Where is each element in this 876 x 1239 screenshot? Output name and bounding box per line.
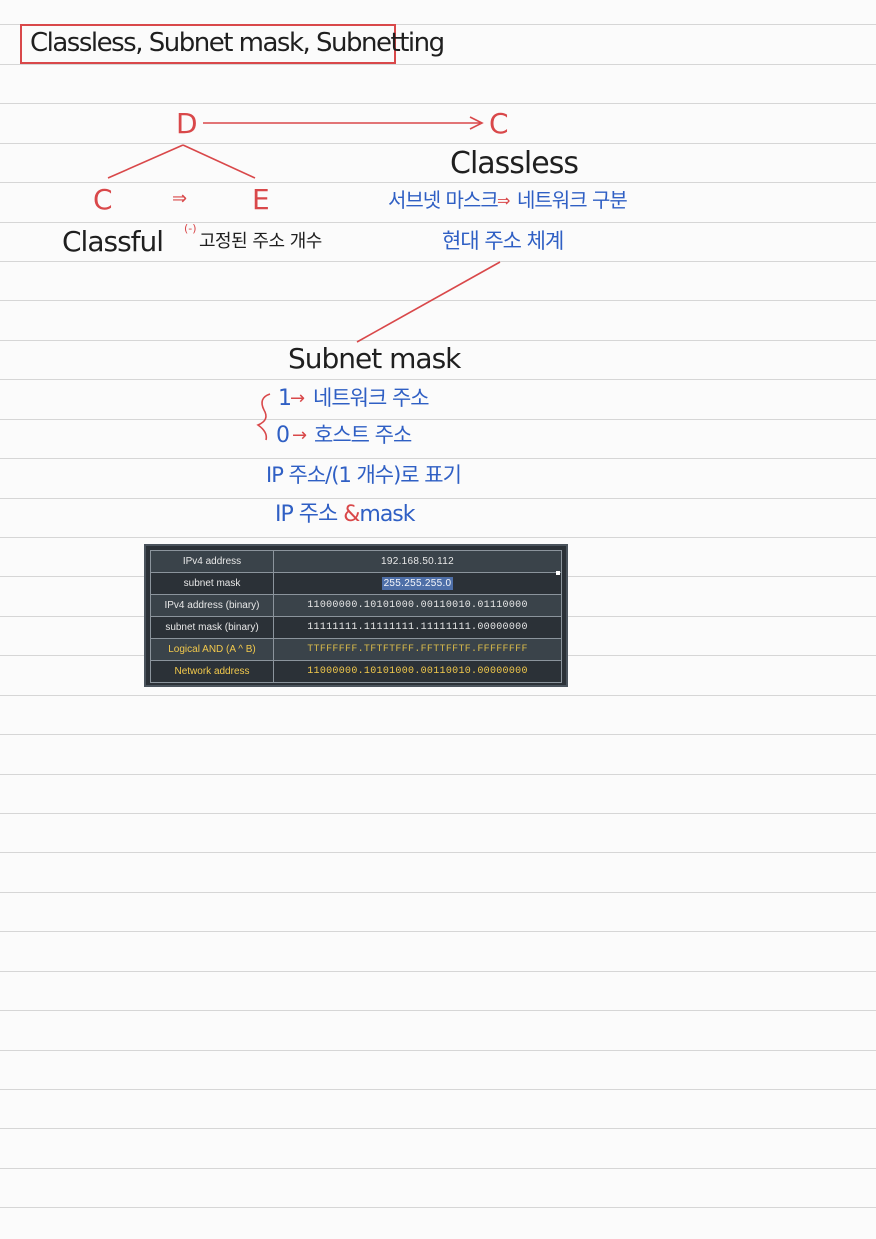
arrow-zero: → xyxy=(292,425,308,446)
minus-note: (-) xyxy=(184,222,197,235)
subnet-mask-korean: 서브넷 마스크 xyxy=(388,188,499,212)
arrow-network: ⇒ xyxy=(497,191,511,210)
row-value: 11000000.10101000.00110010.01110000 xyxy=(273,594,562,617)
row-value: 255.255.255.0 xyxy=(273,572,562,595)
ip-calculation-table: IPv4 address 192.168.50.112 subnet mask … xyxy=(144,544,568,687)
ip-address-text: IP 주소 xyxy=(275,502,338,527)
branch-left xyxy=(107,144,184,179)
diagram-strokes xyxy=(107,116,501,441)
bit-zero: 0 xyxy=(276,423,290,448)
row-value: 11000000.10101000.00110010.00000000 xyxy=(273,660,562,683)
classless-label: Classless xyxy=(450,146,579,181)
table-row: subnet mask 255.255.255.0 xyxy=(150,572,562,595)
class-c-left-label: C xyxy=(93,183,113,216)
bit-one: 1 xyxy=(278,386,292,411)
row-value: TTFFFFFF.TFTFTFFF.FFTTFFTF.FFFFFFFF xyxy=(273,638,562,661)
notation-note: IP 주소/(1 개수)로 표기 xyxy=(266,463,462,487)
table-row: Logical AND (A ^ B) TTFFFFFF.TFTFTFFF.FF… xyxy=(150,638,562,661)
fixed-address-note: 고정된 주소 개수 xyxy=(199,231,322,252)
mask-text: mask xyxy=(359,502,415,527)
table-row: IPv4 address (binary) 11000000.10101000.… xyxy=(150,594,562,617)
network-distinction: 네트워크 구분 xyxy=(517,188,628,212)
arrowhead-d-to-c xyxy=(469,116,484,130)
row-label: subnet mask xyxy=(150,572,274,595)
modern-address-system: 현대 주소 체계 xyxy=(442,229,564,253)
table-row: IPv4 address 192.168.50.112 xyxy=(150,550,562,573)
double-arrow: ⇒ xyxy=(172,188,188,209)
table-row: Network address 11000000.10101000.001100… xyxy=(150,660,562,683)
row-label: Network address xyxy=(150,660,274,683)
bracket xyxy=(256,393,271,441)
arrow-one: → xyxy=(290,388,306,409)
classful-label: Classful xyxy=(62,225,164,258)
and-symbol: & xyxy=(343,502,360,527)
row-label: IPv4 address xyxy=(150,550,274,573)
network-address-note: 네트워크 주소 xyxy=(313,386,430,410)
row-value: 11111111.11111111.11111111.00000000 xyxy=(273,616,562,639)
row-label: IPv4 address (binary) xyxy=(150,594,274,617)
branch-subnet xyxy=(356,261,501,343)
row-label: Logical AND (A ^ B) xyxy=(150,638,274,661)
class-e-label: E xyxy=(252,183,270,216)
subnet-mask-heading: Subnet mask xyxy=(288,342,461,375)
table-row: subnet mask (binary) 11111111.11111111.1… xyxy=(150,616,562,639)
title-box xyxy=(20,24,396,64)
row-value: 192.168.50.112 xyxy=(273,550,562,573)
class-d-label: D xyxy=(176,107,198,140)
selected-value[interactable]: 255.255.255.0 xyxy=(381,577,454,590)
ip-and-mask-note: IP 주소 &mask xyxy=(275,502,416,527)
row-label: subnet mask (binary) xyxy=(150,616,274,639)
class-c-right-label: C xyxy=(489,107,509,140)
branch-right xyxy=(182,144,256,179)
page-title: Classless, Subnet mask, Subnetting xyxy=(30,28,445,58)
host-address-note: 호스트 주소 xyxy=(314,423,412,447)
resize-handle[interactable] xyxy=(556,571,560,575)
